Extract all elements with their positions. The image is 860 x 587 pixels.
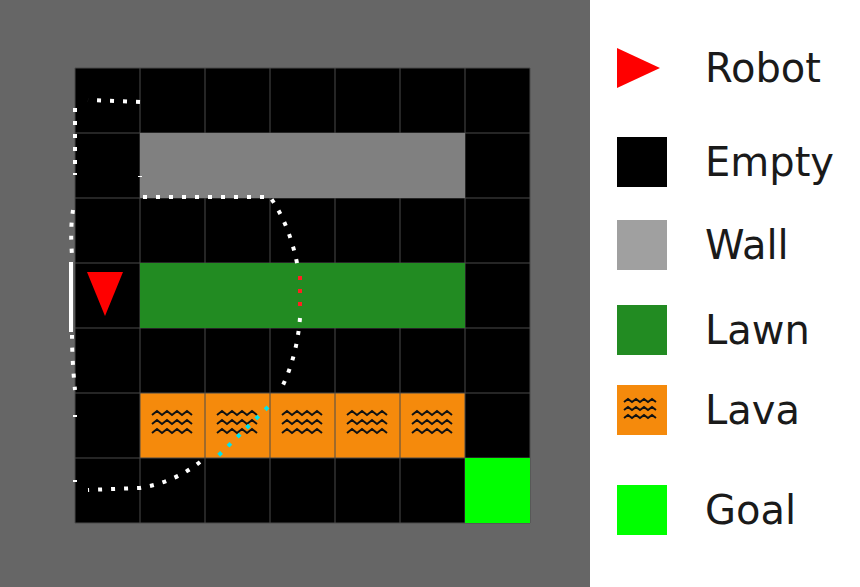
legend-label: Goal [705, 488, 796, 532]
legend-swatch [617, 305, 667, 355]
lawn-cells [140, 263, 465, 328]
background-panel [0, 0, 590, 587]
legend-swatch [617, 485, 667, 535]
goal-cell [465, 458, 530, 523]
robot-triangle [87, 272, 123, 316]
legend-swatch [617, 220, 667, 270]
legend-label: Lawn [705, 308, 810, 352]
legend-label: Robot [705, 46, 821, 90]
trajectory-dots [71, 100, 300, 490]
legend-robot-sample [617, 48, 660, 88]
wall-cells [140, 133, 465, 198]
lava-cells [140, 393, 465, 458]
legend-label: Wall [705, 223, 789, 267]
legend-label: Lava [705, 388, 800, 432]
legend-lava-sample [617, 385, 667, 435]
trajectory-cyan-dots [218, 407, 268, 456]
grid-lines [75, 68, 530, 523]
legend-swatch [617, 137, 667, 187]
trajectory-red-dots [298, 276, 302, 314]
grid-floor [75, 68, 530, 523]
legend-label: Empty [705, 140, 834, 184]
trajectory-dense [69, 262, 73, 332]
